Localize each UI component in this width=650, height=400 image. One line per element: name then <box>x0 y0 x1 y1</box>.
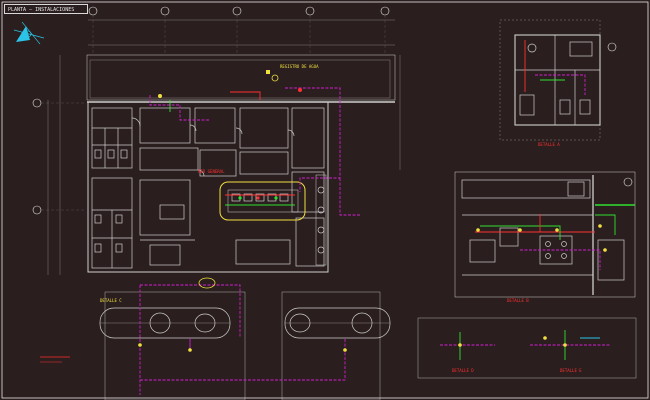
sheet-title-tab: PLANTA — INSTALACIONES <box>4 4 88 14</box>
detail-restroom <box>499 19 601 141</box>
dimension-lines <box>47 19 401 275</box>
detail-c-label: DETALLE C <box>100 298 122 303</box>
detail-kitchen-markers <box>476 224 607 252</box>
tank-markers <box>40 277 347 363</box>
main-floor-plan <box>86 54 396 273</box>
kitchen-note: RED GENERAL <box>198 169 225 174</box>
grid-axis-lines <box>41 15 386 211</box>
main-plan-piping <box>149 87 360 216</box>
detail-d-label: DETALLE D <box>452 368 474 373</box>
tank-section-left <box>99 291 246 400</box>
north-arrow-icon <box>13 21 45 45</box>
detail-restroom-piping <box>524 40 586 95</box>
detail-kitchen <box>454 171 636 298</box>
tank-section-right <box>281 291 391 400</box>
detail-a-label: DETALLE A <box>538 142 560 147</box>
main-plan-markers <box>158 70 302 200</box>
detail-b-label: DETALLE B <box>507 298 529 303</box>
riser-details <box>417 317 637 379</box>
detail-restroom-axis-bubble <box>607 42 617 52</box>
riser-markers <box>458 336 567 347</box>
grid-axis-bubbles <box>32 6 390 215</box>
tank-piping <box>139 284 346 395</box>
detail-kitchen-piping <box>475 204 635 270</box>
main-plan-note: REGISTRO DE AGUA <box>280 64 319 69</box>
detail-e-label: DETALLE E <box>560 368 582 373</box>
riser-piping <box>440 330 610 360</box>
